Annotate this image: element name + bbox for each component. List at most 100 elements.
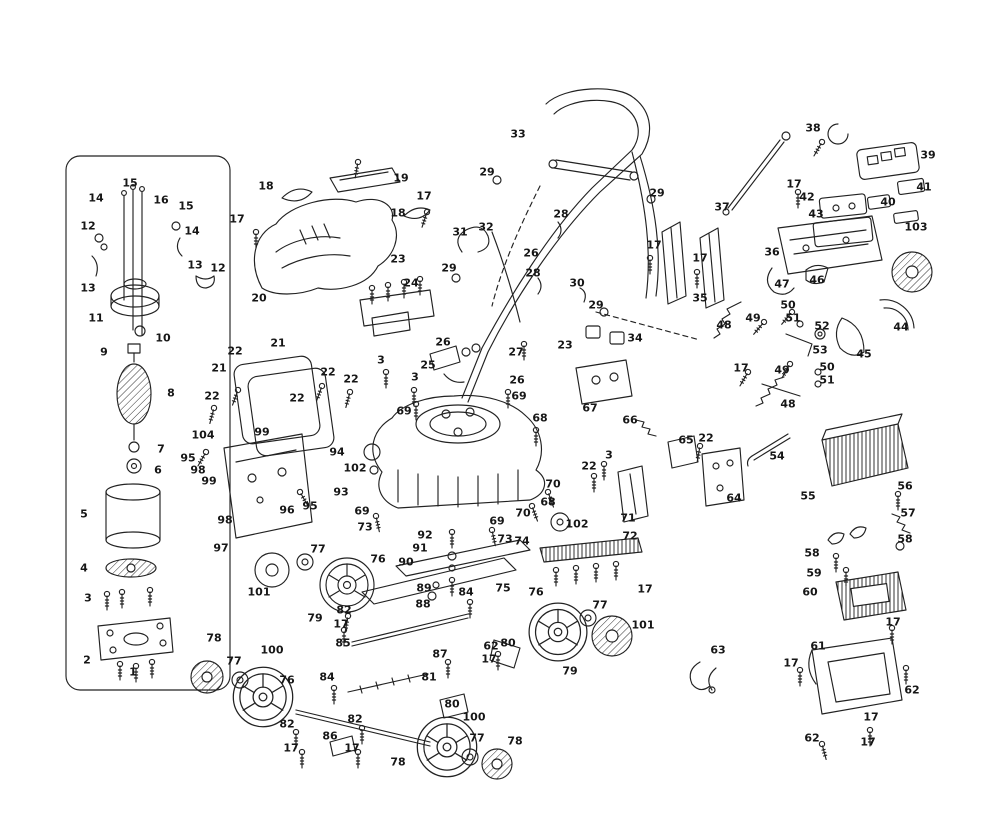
part-label-60: 60: [802, 585, 818, 599]
part-label-24: 24: [403, 276, 419, 290]
part-label-30: 30: [569, 276, 585, 290]
part-label-80: 80: [444, 697, 460, 711]
part-label-48: 48: [716, 318, 732, 332]
part-label-12: 12: [210, 261, 226, 275]
part-label-15: 15: [122, 176, 138, 190]
part-label-75: 75: [495, 581, 511, 595]
part-label-45: 45: [856, 347, 872, 361]
part-label-59: 59: [806, 566, 822, 580]
part-label-77: 77: [310, 542, 326, 556]
part-label-17: 17: [344, 741, 360, 755]
part-label-10: 10: [155, 331, 171, 345]
part-label-5: 5: [80, 507, 88, 521]
part-label-92: 92: [417, 528, 433, 542]
part-label-23: 23: [390, 252, 406, 266]
part-label-22: 22: [581, 459, 597, 473]
part-label-17: 17: [860, 735, 876, 749]
part-label-6: 6: [154, 463, 162, 477]
part-label-43: 43: [808, 207, 824, 221]
part-label-90: 90: [398, 555, 414, 569]
part-label-68: 68: [532, 411, 548, 425]
part-label-15: 15: [178, 199, 194, 213]
part-label-57: 57: [900, 506, 916, 520]
part-label-22: 22: [289, 391, 305, 405]
part-label-100: 100: [462, 710, 486, 724]
part-label-62: 62: [804, 731, 820, 745]
part-label-65: 65: [678, 433, 694, 447]
part-label-88: 88: [415, 597, 431, 611]
part-label-85: 85: [335, 636, 351, 650]
part-label-17: 17: [786, 177, 802, 191]
part-label-49: 49: [745, 311, 761, 325]
part-label-81: 81: [421, 670, 437, 684]
part-label-56: 56: [897, 479, 913, 493]
part-label-51: 51: [785, 311, 801, 325]
part-label-84: 84: [319, 670, 335, 684]
part-label-61: 61: [810, 639, 826, 653]
part-label-39: 39: [920, 148, 936, 162]
part-label-82: 82: [279, 717, 295, 731]
part-label-69: 69: [354, 504, 370, 518]
part-label-14: 14: [88, 191, 104, 205]
part-label-98: 98: [217, 513, 233, 527]
part-label-99: 99: [201, 474, 217, 488]
part-label-53: 53: [812, 343, 828, 357]
part-label-23: 23: [557, 338, 573, 352]
part-label-17: 17: [229, 212, 245, 226]
part-label-104: 104: [191, 428, 215, 442]
part-label-72: 72: [622, 529, 638, 543]
part-label-103: 103: [904, 220, 928, 234]
part-label-79: 79: [562, 664, 578, 678]
part-label-34: 34: [627, 331, 643, 345]
part-label-51: 51: [819, 373, 835, 387]
part-label-19: 19: [393, 171, 409, 185]
part-label-35: 35: [692, 291, 708, 305]
part-label-3: 3: [377, 353, 385, 367]
part-label-78: 78: [390, 755, 406, 769]
part-label-29: 29: [588, 298, 604, 312]
part-label-17: 17: [863, 710, 879, 724]
part-label-8: 8: [167, 386, 175, 400]
part-label-50: 50: [780, 298, 796, 312]
part-label-36: 36: [764, 245, 780, 259]
part-label-22: 22: [320, 365, 336, 379]
part-label-17: 17: [481, 652, 497, 666]
part-label-7: 7: [157, 442, 165, 456]
part-label-14: 14: [184, 224, 200, 238]
part-label-22: 22: [204, 389, 220, 403]
part-label-84: 84: [458, 585, 474, 599]
part-label-94: 94: [329, 445, 345, 459]
part-label-21: 21: [211, 361, 227, 375]
part-label-18: 18: [258, 179, 274, 193]
part-label-66: 66: [622, 413, 638, 427]
part-label-62: 62: [904, 683, 920, 697]
part-label-62: 62: [483, 639, 499, 653]
part-label-44: 44: [893, 320, 909, 334]
part-label-3: 3: [605, 448, 613, 462]
part-label-77: 77: [592, 598, 608, 612]
part-label-17: 17: [416, 189, 432, 203]
part-label-79: 79: [307, 611, 323, 625]
part-label-95: 95: [180, 451, 196, 465]
part-label-4: 4: [80, 561, 88, 575]
part-label-58: 58: [897, 532, 913, 546]
part-label-3: 3: [84, 591, 92, 605]
part-label-71: 71: [620, 511, 636, 525]
part-label-17: 17: [333, 617, 349, 631]
part-label-70: 70: [545, 477, 561, 491]
part-label-26: 26: [509, 373, 525, 387]
part-label-50: 50: [819, 360, 835, 374]
part-label-29: 29: [479, 165, 495, 179]
part-label-1: 1: [129, 665, 137, 679]
part-label-13: 13: [80, 281, 96, 295]
part-label-93: 93: [333, 485, 349, 499]
part-label-70: 70: [515, 506, 531, 520]
part-label-25: 25: [420, 358, 436, 372]
part-label-37: 37: [714, 200, 730, 214]
part-label-22: 22: [343, 372, 359, 386]
part-label-22: 22: [227, 344, 243, 358]
part-label-68: 68: [540, 495, 556, 509]
part-label-41: 41: [916, 180, 932, 194]
part-label-63: 63: [710, 643, 726, 657]
